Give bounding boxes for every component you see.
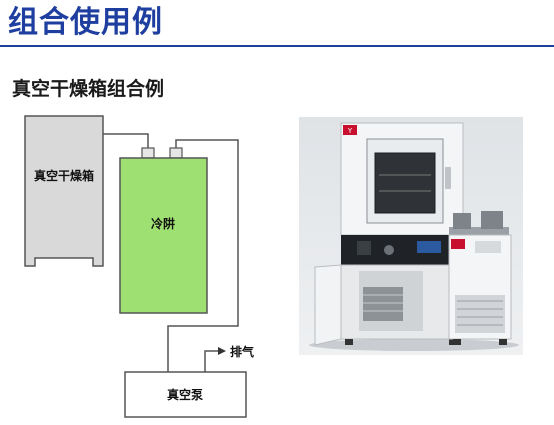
product-photo: Y (299, 117, 523, 355)
vacuum-dryer-box (24, 115, 104, 267)
pipe-dryer-to-trap (103, 133, 149, 150)
vacuum-pump-label: 真空泵 (167, 387, 203, 402)
trap-inlet-nozzle (141, 147, 155, 159)
section-title: 真空干燥箱组合例 (12, 78, 165, 100)
page-title: 组合使用例 (8, 5, 163, 40)
exhaust-label: 排气 (230, 344, 254, 359)
equipment-illustration: Y (309, 122, 519, 351)
svg-text:Y: Y (347, 127, 353, 135)
trap-outlet-nozzle (169, 147, 183, 159)
vacuum-dryer-label: 真空干燥箱 (34, 168, 94, 183)
exhaust-arrow-icon (218, 347, 226, 355)
title-underline (0, 45, 554, 47)
cold-trap-box (119, 157, 208, 314)
exhaust-pipe (204, 350, 218, 372)
pipe-trap-to-pump (167, 139, 239, 372)
cold-trap-label: 冷阱 (151, 216, 175, 231)
vacuum-pump-box (124, 371, 247, 418)
connection-diagram: 真空干燥箱 冷阱 排气 真空泵 (24, 115, 254, 418)
